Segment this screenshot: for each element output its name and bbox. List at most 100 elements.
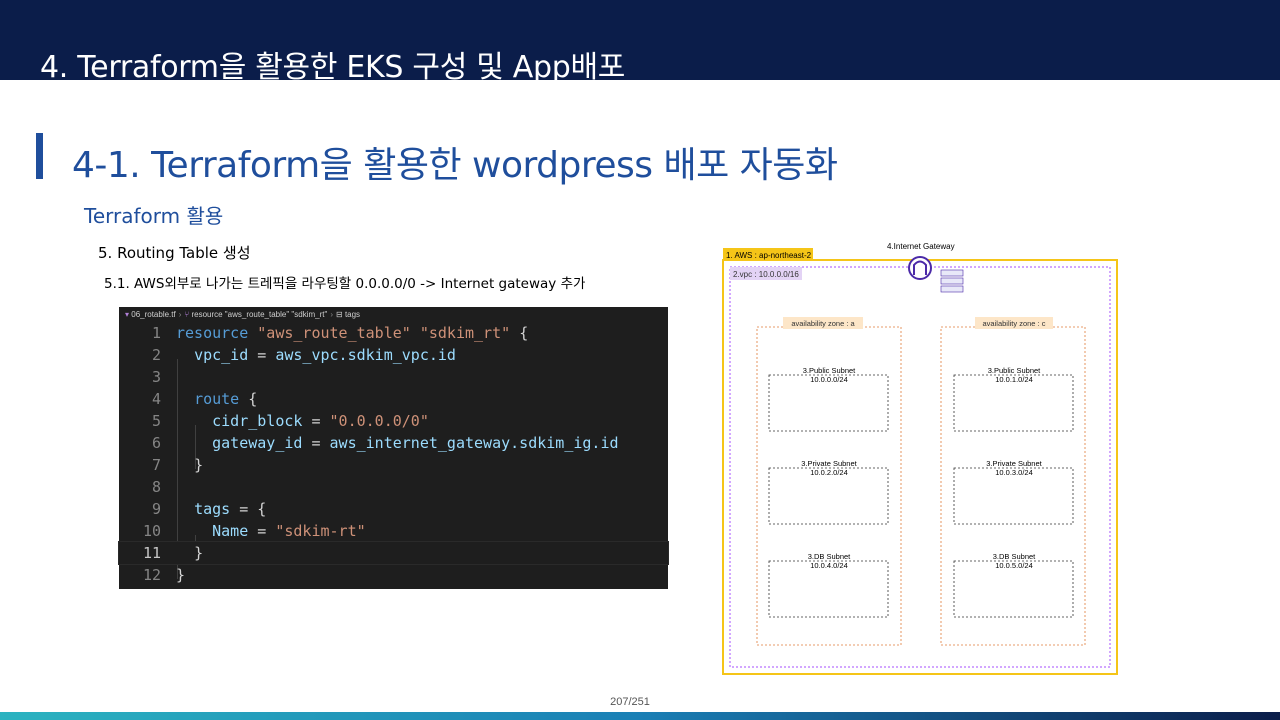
code-token: aws_internet_gateway.sdkim_ig.id xyxy=(329,434,619,452)
aws-architecture-diagram: 1. AWS : ap-northeast-2 2.vpc : 10.0.0.0… xyxy=(720,232,1130,684)
code-token: { xyxy=(519,324,529,342)
route-table-icon xyxy=(940,285,964,293)
line-number: 2 xyxy=(151,346,161,364)
block-icon: ⊟ xyxy=(336,310,343,319)
region-label: 1. AWS : ap-northeast-2 xyxy=(726,251,812,260)
line-number: 10 xyxy=(142,522,161,540)
step-heading: 5. Routing Table 생성 xyxy=(98,244,251,262)
line-number: 8 xyxy=(151,478,161,496)
code-token: } xyxy=(176,566,186,584)
terraform-file-icon: ▾ xyxy=(125,310,130,319)
az-a-label-bg xyxy=(783,317,863,329)
subnet-cidr: 10.0.2.0/24 xyxy=(810,468,848,477)
substep-text: 5.1. AWS외부로 나가는 트레픽을 라우팅할 0.0.0.0/0 -> I… xyxy=(104,276,586,292)
line-number: 6 xyxy=(151,434,161,452)
subnet-name: 3.Private Subnet xyxy=(986,459,1042,468)
code-token: "sdkim-rt" xyxy=(275,522,366,540)
code-token: resource xyxy=(176,324,249,342)
code-token: aws_vpc.sdkim_vpc.id xyxy=(275,346,456,364)
code-token: } xyxy=(194,456,204,474)
code-token: = xyxy=(257,522,267,540)
line-number: 7 xyxy=(151,456,161,474)
code-token: Name xyxy=(212,522,249,540)
line-number: 1 xyxy=(151,324,161,342)
chevron-right-icon: › xyxy=(178,310,182,319)
subnet-cidr: 10.0.5.0/24 xyxy=(995,561,1033,570)
subnet-name: 3.Private Subnet xyxy=(801,459,857,468)
line-number: 12 xyxy=(142,566,161,584)
code-line: 3 xyxy=(119,366,668,388)
header-bar: 4. Terraform을 활용한 EKS 구성 및 App배포 xyxy=(0,0,1280,85)
subnet-box xyxy=(953,560,1074,618)
header-title: 4. Terraform을 활용한 EKS 구성 및 App배포 xyxy=(40,50,626,85)
indent-guide xyxy=(177,359,178,579)
subnet-name: 3.DB Subnet xyxy=(993,552,1036,561)
section-accent-bar xyxy=(36,133,43,179)
diagram-background xyxy=(720,232,1130,684)
subnet-cidr: 10.0.3.0/24 xyxy=(995,468,1033,477)
code-token: route xyxy=(194,390,240,408)
subnet-box xyxy=(953,467,1074,525)
route-table-icon xyxy=(940,269,964,277)
line-number: 4 xyxy=(151,390,161,408)
code-token: = xyxy=(311,434,321,452)
code-line: 8 xyxy=(119,476,668,498)
subnet-box xyxy=(768,560,889,618)
code-token: "0.0.0.0/0" xyxy=(329,412,429,430)
code-line-current: 11 } xyxy=(118,541,669,565)
code-token: = xyxy=(239,500,249,518)
code-token: "sdkim_rt" xyxy=(419,324,511,342)
breadcrumb-resource: resource "aws_route_table" "sdkim_rt" xyxy=(191,310,328,319)
subnet-cidr: 10.0.1.0/24 xyxy=(995,375,1033,384)
code-editor-screenshot: ▾ 06_rotable.tf›⑂ resource "aws_route_ta… xyxy=(118,307,669,589)
code-token: = xyxy=(257,346,267,364)
line-number: 11 xyxy=(142,544,161,562)
code-line: 2 vpc_id = aws_vpc.sdkim_vpc.id xyxy=(119,344,668,366)
igw-label: 4.Internet Gateway xyxy=(887,242,955,251)
code-token: { xyxy=(248,390,258,408)
line-number: 9 xyxy=(151,500,161,518)
code-lines: 1 resource "aws_route_table" "sdkim_rt" {… xyxy=(118,322,669,586)
code-line: 7 } xyxy=(119,454,668,476)
code-line: 5 cidr_block = "0.0.0.0/0" xyxy=(119,410,668,432)
breadcrumb-file: 06_rotable.tf xyxy=(131,310,176,319)
subnet-name: 3.Public Subnet xyxy=(803,366,856,375)
indent-guide xyxy=(195,425,196,469)
internet-gateway-arch xyxy=(913,260,927,275)
breadcrumb-block: tags xyxy=(344,310,361,319)
code-line: 10 Name = "sdkim-rt" xyxy=(119,520,668,542)
code-token: } xyxy=(194,544,204,562)
region-label-bg xyxy=(723,248,813,261)
vpc-label: 2.vpc : 10.0.0.0/16 xyxy=(733,270,799,279)
section-title: 4-1. Terraform을 활용한 wordpress 배포 자동화 xyxy=(72,145,838,186)
subnet-cidr: 10.0.0.0/24 xyxy=(810,375,848,384)
footer-bar xyxy=(0,712,1280,720)
internet-gateway-icon xyxy=(908,256,932,280)
code-token: "aws_route_table" xyxy=(257,324,411,342)
code-token: = xyxy=(311,412,321,430)
az-a-label: availability zone : a xyxy=(791,319,855,328)
subnet-name: 3.DB Subnet xyxy=(808,552,851,561)
code-token: { xyxy=(257,500,267,518)
editor-breadcrumb: ▾ 06_rotable.tf›⑂ resource "aws_route_ta… xyxy=(119,307,668,322)
code-line: 6 gateway_id = aws_internet_gateway.sdki… xyxy=(119,432,668,454)
code-line: 12} xyxy=(119,564,668,586)
code-line: 9 tags = { xyxy=(119,498,668,520)
resource-icon: ⑂ xyxy=(184,310,190,319)
subnet-box xyxy=(768,467,889,525)
subnet-box xyxy=(768,374,889,432)
az-c-label: availability zone : c xyxy=(983,319,1046,328)
route-table-icon xyxy=(940,277,964,285)
code-token: cidr_block xyxy=(212,412,303,430)
chevron-right-icon: › xyxy=(330,310,333,319)
az-c-label-bg xyxy=(975,317,1053,329)
page-number: 207/251 xyxy=(610,696,650,708)
subnet-box xyxy=(953,374,1074,432)
subnet-cidr: 10.0.4.0/24 xyxy=(810,561,848,570)
line-number: 5 xyxy=(151,412,161,430)
code-line: 4 route { xyxy=(119,388,668,410)
code-line: 1 resource "aws_route_table" "sdkim_rt" { xyxy=(119,322,668,344)
line-number: 3 xyxy=(151,368,161,386)
code-token: vpc_id xyxy=(194,346,249,364)
subtitle: Terraform 활용 xyxy=(84,204,224,228)
